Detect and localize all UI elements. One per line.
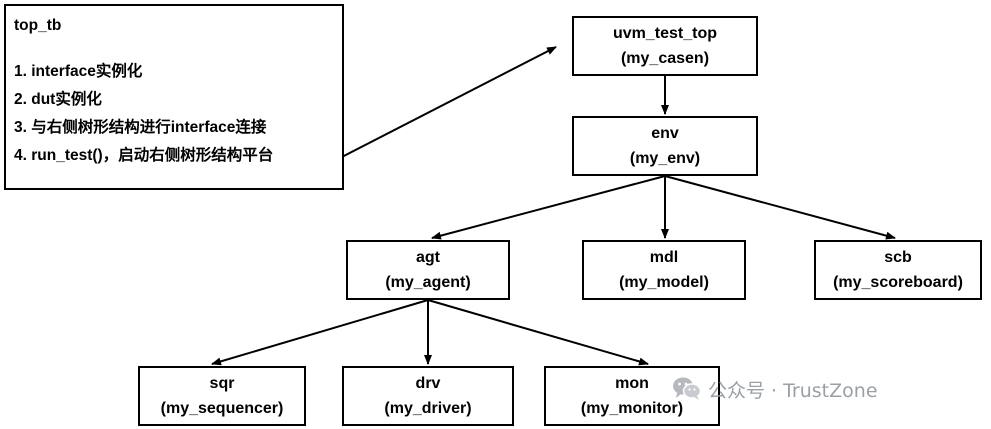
top-tb-title: top_tb — [14, 17, 62, 34]
wechat-icon — [673, 377, 702, 400]
node-type: (my_agent) — [385, 274, 471, 291]
top-tb-item: 2. dut实例化 — [14, 91, 102, 108]
node-drv: drv (my_driver) — [342, 366, 514, 426]
node-type: (my_monitor) — [580, 400, 684, 417]
node-name: mdl — [649, 249, 679, 266]
arrow-agt-to-mon — [427, 299, 649, 366]
arrow-agt-to-sqr — [211, 299, 429, 366]
node-scb: scb (my_scoreboard) — [814, 240, 982, 300]
node-type: (my_sequencer) — [160, 400, 284, 417]
node-type: (my_scoreboard) — [833, 274, 963, 291]
node-name: agt — [416, 249, 440, 266]
top-tb-box: top_tb 1. interface实例化 2. dut实例化 3. 与右侧树… — [4, 4, 344, 190]
node-type: (my_env) — [629, 150, 701, 167]
node-env: env (my_env) — [572, 116, 758, 176]
node-uvm-test-top: uvm_test_top (my_casen) — [572, 16, 758, 76]
watermark-text: 公众号 · TrustZone — [708, 379, 878, 402]
node-sqr: sqr (my_sequencer) — [138, 366, 306, 426]
node-mon: mon (my_monitor) — [544, 366, 720, 426]
top-tb-item: 3. 与右侧树形结构进行interface连接 — [14, 119, 267, 136]
top-tb-item: 4. run_test()，启动右侧树形结构平台 — [14, 147, 274, 164]
node-name: mon — [615, 375, 649, 392]
node-type: (my_casen) — [620, 50, 710, 67]
node-name: drv — [415, 375, 441, 392]
node-mdl: mdl (my_model) — [582, 240, 746, 300]
node-type: (my_model) — [619, 274, 709, 291]
node-name: scb — [884, 249, 912, 266]
node-name: env — [651, 125, 679, 142]
node-name: uvm_test_top — [612, 25, 718, 42]
node-agt: agt (my_agent) — [346, 240, 510, 300]
node-name: sqr — [209, 375, 235, 392]
top-tb-item: 1. interface实例化 — [14, 63, 143, 80]
watermark: 公众号 · TrustZone — [672, 374, 878, 404]
arrow-env-to-agt — [431, 175, 666, 240]
node-type: (my_driver) — [384, 400, 472, 417]
arrow-top-tb-to-uvm-test-top — [335, 46, 557, 161]
arrow-env-to-scb — [664, 175, 896, 240]
